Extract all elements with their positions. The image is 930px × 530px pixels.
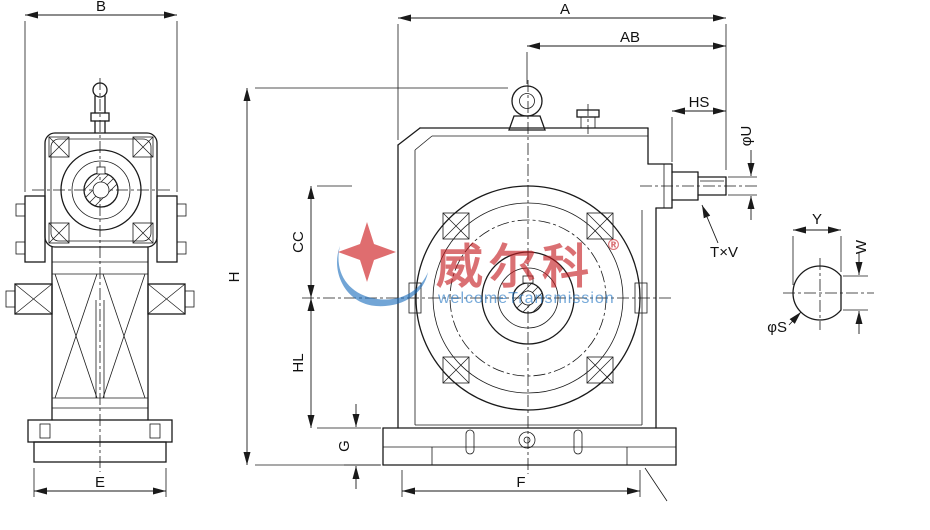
dim-label-y: Y <box>812 211 822 228</box>
oil-plug <box>576 104 600 134</box>
dim-F: F <box>401 470 641 497</box>
dim-label-cc: CC <box>290 231 307 253</box>
dim-TxV: T×V <box>701 204 738 261</box>
dim-label-hl: HL <box>290 353 307 372</box>
left-top-shaft <box>90 82 110 134</box>
dim-label-g: G <box>336 440 353 452</box>
dim-label-hs: HS <box>689 94 710 111</box>
dim-label-txv: T×V <box>710 244 738 261</box>
dim-label-w: W <box>853 239 870 254</box>
left-side-plates <box>15 195 187 263</box>
dim-label-e: E <box>95 474 105 491</box>
watermark-logo-star <box>338 222 396 282</box>
dim-label-phis: φS <box>767 319 787 336</box>
left-body-ribs <box>51 246 149 421</box>
dim-label-b: B <box>96 0 106 15</box>
eye-bolt <box>508 85 546 131</box>
watermark-brand-text: 威尔科 <box>436 240 595 295</box>
dim-phiS: φS <box>767 311 802 336</box>
front-bolt-pads <box>442 212 614 384</box>
watermark-registered-mark: ® <box>606 236 621 254</box>
front-base <box>382 427 677 502</box>
shaft-section-view <box>783 258 874 330</box>
left-corner-bolt-pads <box>48 136 154 244</box>
dim-G: G <box>336 404 381 489</box>
dim-HS: HS <box>671 94 726 162</box>
watermark: 威尔科 ® welcomeTransmission <box>337 222 621 307</box>
wheel-circles <box>415 185 641 411</box>
dim-label-phiu: φU <box>738 126 755 147</box>
dim-phiU: φU <box>728 126 757 220</box>
dim-HL: HL <box>290 298 381 429</box>
dim-AB: AB <box>526 29 726 84</box>
dim-label-a: A <box>560 1 570 18</box>
left-base <box>27 419 173 463</box>
dim-label-h: H <box>226 272 243 283</box>
left-side-tabs <box>5 283 195 315</box>
dim-label-f: F <box>516 474 525 491</box>
dim-W: W <box>843 239 870 334</box>
dim-CC: CC <box>290 185 352 298</box>
dimensions: B E A AB HS <box>24 0 870 497</box>
left-bore-circles <box>60 149 142 231</box>
output-shaft <box>647 163 727 209</box>
dim-Y: Y <box>792 211 842 285</box>
dim-E: E <box>33 468 167 497</box>
watermark-subtitle-text: welcomeTransmission <box>437 290 615 307</box>
dim-label-ab: AB <box>620 29 640 46</box>
dim-B: B <box>24 0 178 192</box>
left-view <box>5 78 195 472</box>
dim-A: A <box>397 1 727 170</box>
